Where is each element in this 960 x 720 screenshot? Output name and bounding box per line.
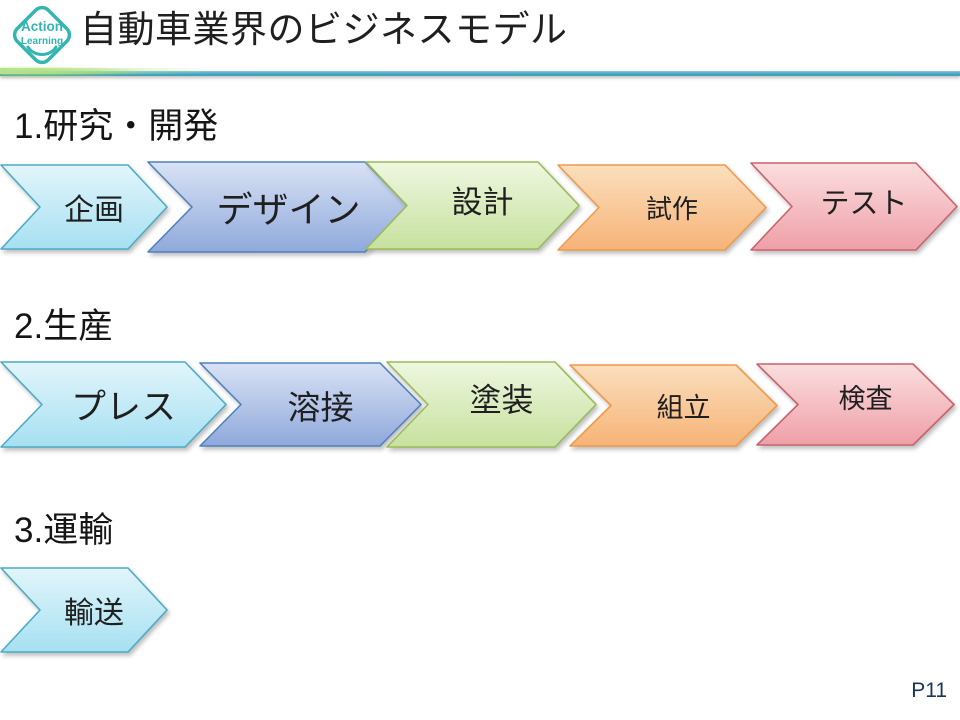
page-number: P11 — [911, 679, 947, 702]
title-separator-line — [0, 71, 960, 76]
chevron-shape — [569, 364, 778, 447]
section-heading-production: 2.生産 — [14, 307, 114, 346]
step-transport: 輸送 — [0, 567, 168, 653]
step-label: 輸送 — [64, 597, 124, 630]
step-label: 設計 — [451, 185, 514, 220]
step-design: デザイン — [147, 161, 410, 253]
step-label: テスト — [820, 188, 908, 220]
step-label: デザイン — [216, 189, 361, 230]
chevron-shape — [147, 161, 410, 253]
chevron-shape — [386, 361, 597, 448]
step-label: 検査 — [838, 384, 893, 414]
slide-title: 自動車業界のビジネスモデル — [80, 9, 568, 50]
action-learning-logo: Action Learning — [12, 5, 72, 65]
logo-diamond — [12, 5, 72, 65]
chevron-shape — [0, 164, 168, 250]
chevron-shape — [0, 567, 168, 653]
step-label: 溶接 — [287, 388, 354, 426]
section-heading-rd: 1.研究・開発 — [14, 107, 219, 146]
chevron-shape — [365, 161, 580, 250]
step-assembly: 組立 — [569, 364, 778, 447]
chevron-shape — [750, 162, 958, 251]
chevron-shape — [0, 361, 227, 448]
step-label: プレス — [70, 388, 176, 427]
step-prototype: 試作 — [557, 164, 767, 251]
logo-smile — [26, 45, 58, 56]
section-heading-transport: 3.運輸 — [14, 511, 114, 550]
chevron-shape — [199, 362, 422, 447]
separator-green-fade — [0, 68, 210, 74]
step-painting: 塗装 — [386, 361, 597, 448]
step-inspection: 検査 — [756, 363, 955, 446]
step-label: 企画 — [64, 194, 124, 227]
step-welding: 溶接 — [199, 362, 422, 447]
chevron-shape — [557, 164, 767, 251]
step-label: 塗装 — [469, 382, 534, 418]
step-test: テスト — [750, 162, 958, 251]
logo-text-action: Action — [21, 19, 63, 34]
logo-text-learning: Learning — [21, 36, 63, 47]
step-label: 試作 — [645, 194, 698, 224]
step-label: 組立 — [656, 393, 711, 423]
step-planning: 企画 — [0, 164, 168, 250]
chevron-shape — [756, 363, 955, 446]
step-engineering: 設計 — [365, 161, 580, 250]
step-press: プレス — [0, 361, 227, 448]
